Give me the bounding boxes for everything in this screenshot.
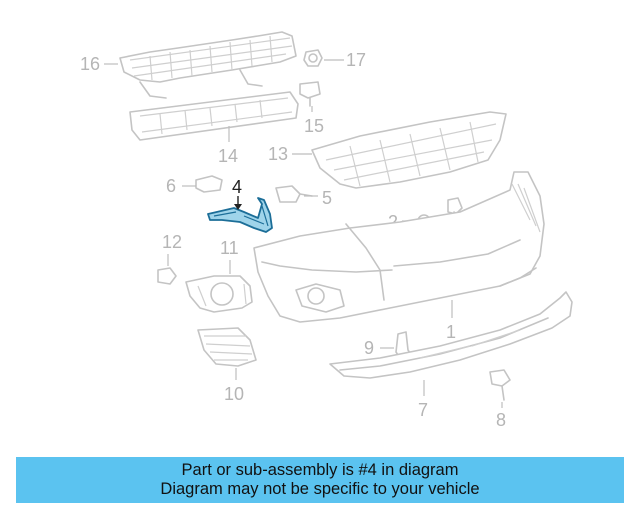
part-15-bolt[interactable]: [299, 81, 321, 107]
callout-16: 16: [80, 54, 100, 74]
arrow-4: [234, 204, 242, 210]
callout-10: 10: [224, 384, 244, 404]
part-13-grille[interactable]: [311, 111, 507, 189]
callout-8: 8: [496, 410, 506, 430]
callout-2: 2: [388, 212, 398, 232]
part-8-bolt[interactable]: [489, 369, 511, 401]
part-7-spoiler[interactable]: [329, 291, 573, 379]
part-11-fog-cover[interactable]: [185, 275, 253, 313]
callout-6: 6: [166, 176, 176, 196]
callout-12: 12: [162, 232, 182, 252]
notice-line-1: Part or sub-assembly is #4 in diagram: [181, 461, 459, 479]
callout-11: 11: [220, 238, 239, 258]
callout-5: 5: [322, 188, 332, 208]
part-6-clip[interactable]: [195, 175, 223, 193]
diagram-notice-banner: Part or sub-assembly is #4 in diagram Di…: [16, 457, 624, 503]
part-10-vent-grille[interactable]: [197, 327, 257, 367]
part-16-bracket[interactable]: [119, 31, 297, 99]
callout-7: 7: [418, 400, 428, 420]
part-17-clip[interactable]: [303, 49, 323, 67]
callout-9: 9: [364, 338, 374, 358]
callout-15: 15: [304, 116, 324, 136]
callout-4: 4: [232, 177, 242, 197]
callout-14: 14: [218, 146, 238, 166]
part-12-screw[interactable]: [157, 267, 177, 285]
part-1-bumper-cover[interactable]: [253, 171, 545, 323]
part-14-impact-bar[interactable]: [129, 91, 299, 141]
parts-diagram: 16 17 15 14 13 6 5 4: [80, 31, 573, 430]
notice-line-2: Diagram may not be specific to your vehi…: [160, 480, 480, 498]
callout-17: 17: [346, 50, 366, 70]
part-4-bracket[interactable]: [207, 197, 273, 233]
callout-13: 13: [268, 144, 288, 164]
part-5-screw[interactable]: [275, 185, 313, 203]
callout-1: 1: [446, 322, 456, 342]
